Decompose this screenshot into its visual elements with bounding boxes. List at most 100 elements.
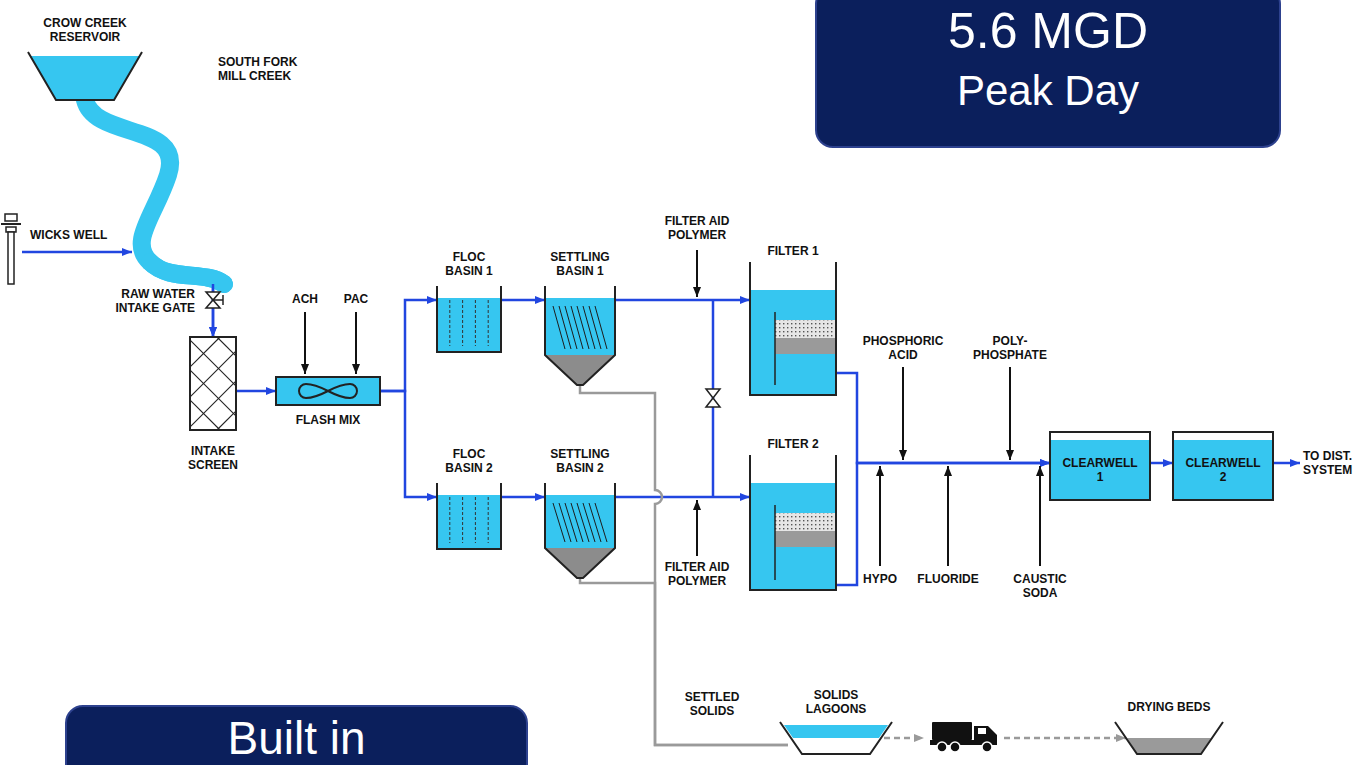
settle-shape	[589, 306, 601, 349]
bypass-pipe	[706, 300, 720, 497]
process-label: CAUSTIC SODA	[1009, 572, 1071, 600]
settle-shape	[571, 503, 583, 542]
built-panel: Built in	[65, 705, 528, 765]
distribution-outlet	[1273, 462, 1300, 465]
filter-shape	[750, 455, 836, 590]
truck-icon	[978, 728, 986, 734]
clear-shape	[1173, 432, 1273, 500]
clear-shape	[1050, 440, 1150, 500]
flow-line	[615, 299, 750, 302]
flow-line	[380, 391, 437, 497]
filter-shape	[774, 505, 776, 580]
flow-line	[22, 251, 132, 254]
flash-mix-outline	[276, 377, 380, 405]
intake-screen-outline	[190, 337, 236, 430]
floc-shape	[437, 286, 501, 352]
bypass-pipe	[706, 389, 720, 398]
flow-line	[380, 391, 437, 497]
filter-shape	[775, 513, 836, 531]
node-label: FILTER 2	[767, 437, 818, 451]
truck-icon	[937, 742, 947, 752]
floc-shape	[437, 483, 501, 549]
floc-shape	[488, 300, 489, 346]
node-label: SOLIDS LAGOONS	[800, 688, 872, 716]
settle-shape	[545, 483, 615, 578]
settle-shape	[553, 503, 565, 542]
process-label: POLY-PHOSPHATE	[970, 334, 1050, 362]
beds-shape	[1127, 738, 1211, 754]
intake-gate-valve	[222, 295, 224, 305]
intake-screen: INTAKE SCREEN	[190, 337, 236, 430]
solids-lagoon: SOLIDS LAGOONS	[780, 722, 892, 754]
truck-icon	[932, 722, 972, 740]
mix-shape	[299, 384, 357, 398]
flow-line	[380, 300, 437, 391]
clear-shape	[1173, 440, 1273, 500]
settle-shape	[589, 503, 601, 542]
clear-shape	[1173, 432, 1273, 500]
process-label: FILTER AID POLYMER	[657, 560, 737, 588]
flow-line	[22, 252, 224, 337]
chemical-feed-arrow	[1039, 466, 1041, 566]
floc-shape	[437, 298, 501, 352]
filter-shape	[775, 531, 836, 547]
node-label: DRYING BEDS	[1128, 700, 1211, 714]
mix-shape	[276, 377, 380, 405]
flow-line	[501, 299, 545, 302]
flow-line	[501, 497, 545, 498]
settle-shape	[553, 306, 565, 349]
flash-mix: FLASH MIX	[276, 377, 380, 405]
flow-line	[501, 300, 545, 301]
lagoon-shape	[780, 722, 892, 754]
chemical-feed-arrow	[879, 466, 881, 566]
beds-shape	[1115, 722, 1223, 754]
process-label: SOUTH FORK MILL CREEK	[218, 55, 313, 83]
settle-shape	[595, 306, 607, 349]
intake-gate-valve	[206, 292, 220, 300]
filter-outline	[750, 262, 836, 395]
flow-line	[236, 390, 276, 393]
screen-shape	[190, 337, 236, 430]
filter-shape	[775, 338, 836, 354]
flow-line	[836, 463, 1050, 585]
reservoir: CROW CREEK RESERVOIR	[28, 52, 142, 100]
screen-shape	[97, 337, 400, 430]
chemical-feed-arrow	[1009, 367, 1011, 460]
floc-shape	[475, 300, 476, 346]
flow-line	[236, 391, 276, 392]
reservoir-outline	[28, 52, 142, 100]
settle-shape	[545, 495, 615, 548]
node-label: INTAKE SCREEN	[182, 444, 244, 472]
well-symbol: WICKS WELL	[0, 214, 22, 286]
well-shape	[5, 214, 17, 221]
flow-line	[85, 100, 224, 284]
filter-shape	[775, 320, 836, 338]
intake-gate-valve	[206, 300, 220, 308]
clear-shape	[1173, 432, 1273, 500]
node-label: CROW CREEK RESERVOIR	[35, 16, 135, 44]
settle-shape	[545, 298, 615, 355]
floc-shape	[462, 497, 463, 543]
filter-shape	[750, 262, 836, 395]
truck-icon	[950, 742, 960, 752]
settle-shape	[545, 286, 615, 385]
settle-shape	[545, 286, 615, 385]
node-label: FLOC BASIN 1	[438, 250, 500, 278]
flow-line	[615, 496, 750, 499]
panel-text: 5.6 MGD	[948, 6, 1148, 56]
flow-line	[836, 373, 1050, 463]
clear-shape	[1050, 432, 1150, 500]
floc-basin-outline	[437, 483, 501, 549]
res-shape	[30, 56, 140, 100]
screen-shape	[190, 337, 236, 430]
node-label: WICKS WELL	[30, 228, 107, 242]
filter-outline	[750, 455, 836, 590]
filter-shape	[750, 455, 836, 590]
settle-shape	[565, 306, 577, 349]
drying-beds-outline	[1115, 722, 1223, 754]
floc-basin: FLOC BASIN 2	[437, 483, 501, 549]
well-shape	[1, 223, 21, 225]
lagoon-shape	[780, 722, 892, 754]
